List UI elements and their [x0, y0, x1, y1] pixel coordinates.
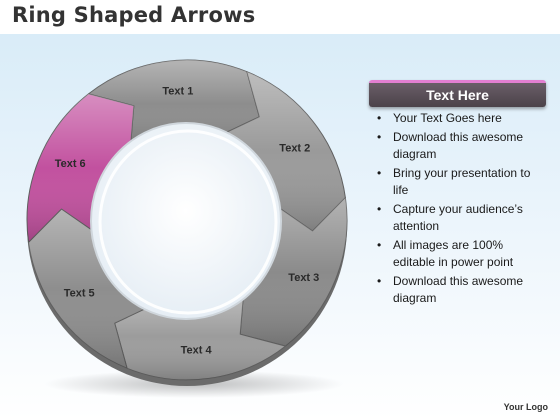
segment-label: Text 4 [181, 345, 213, 357]
bullet-list: Your Text Goes here Download this awesom… [375, 110, 545, 309]
page-title: Ring Shaped Arrows [12, 3, 256, 27]
logo-text: Your Logo [503, 402, 548, 412]
ring-inner-highlight [98, 129, 278, 315]
bullet-item: Your Text Goes here [375, 110, 545, 127]
ring-segment-sheen [28, 209, 153, 369]
title-bar: Ring Shaped Arrows [0, 0, 560, 34]
segment-label: Text 2 [279, 142, 310, 154]
ring-segment-sheen [88, 60, 260, 148]
ring-segment-sheen [27, 93, 134, 243]
ring-segment-sheen [221, 71, 346, 231]
bullet-item: Bring your presentation to life [375, 165, 545, 199]
segment-label: Text 5 [64, 288, 95, 300]
bullet-item: Download this awesome diagram [375, 273, 545, 307]
bullet-item: Capture your audience’s attention [375, 201, 545, 235]
ring-segment-sheen [240, 197, 347, 347]
bullet-item: All images are 100% editable in power po… [375, 237, 545, 271]
panel-header-text: Text Here [426, 87, 489, 103]
ring-labels: Text 1 Text 2 Text 3 Text 4 Text 5 Text 6 [55, 85, 320, 356]
ring-center-hole [90, 122, 282, 320]
bullet-item: Download this awesome diagram [375, 129, 545, 163]
panel-header: Text Here [369, 80, 546, 107]
segment-label: Text 1 [162, 85, 193, 97]
segment-label: Text 3 [288, 272, 319, 284]
segment-label: Text 6 [55, 158, 86, 170]
